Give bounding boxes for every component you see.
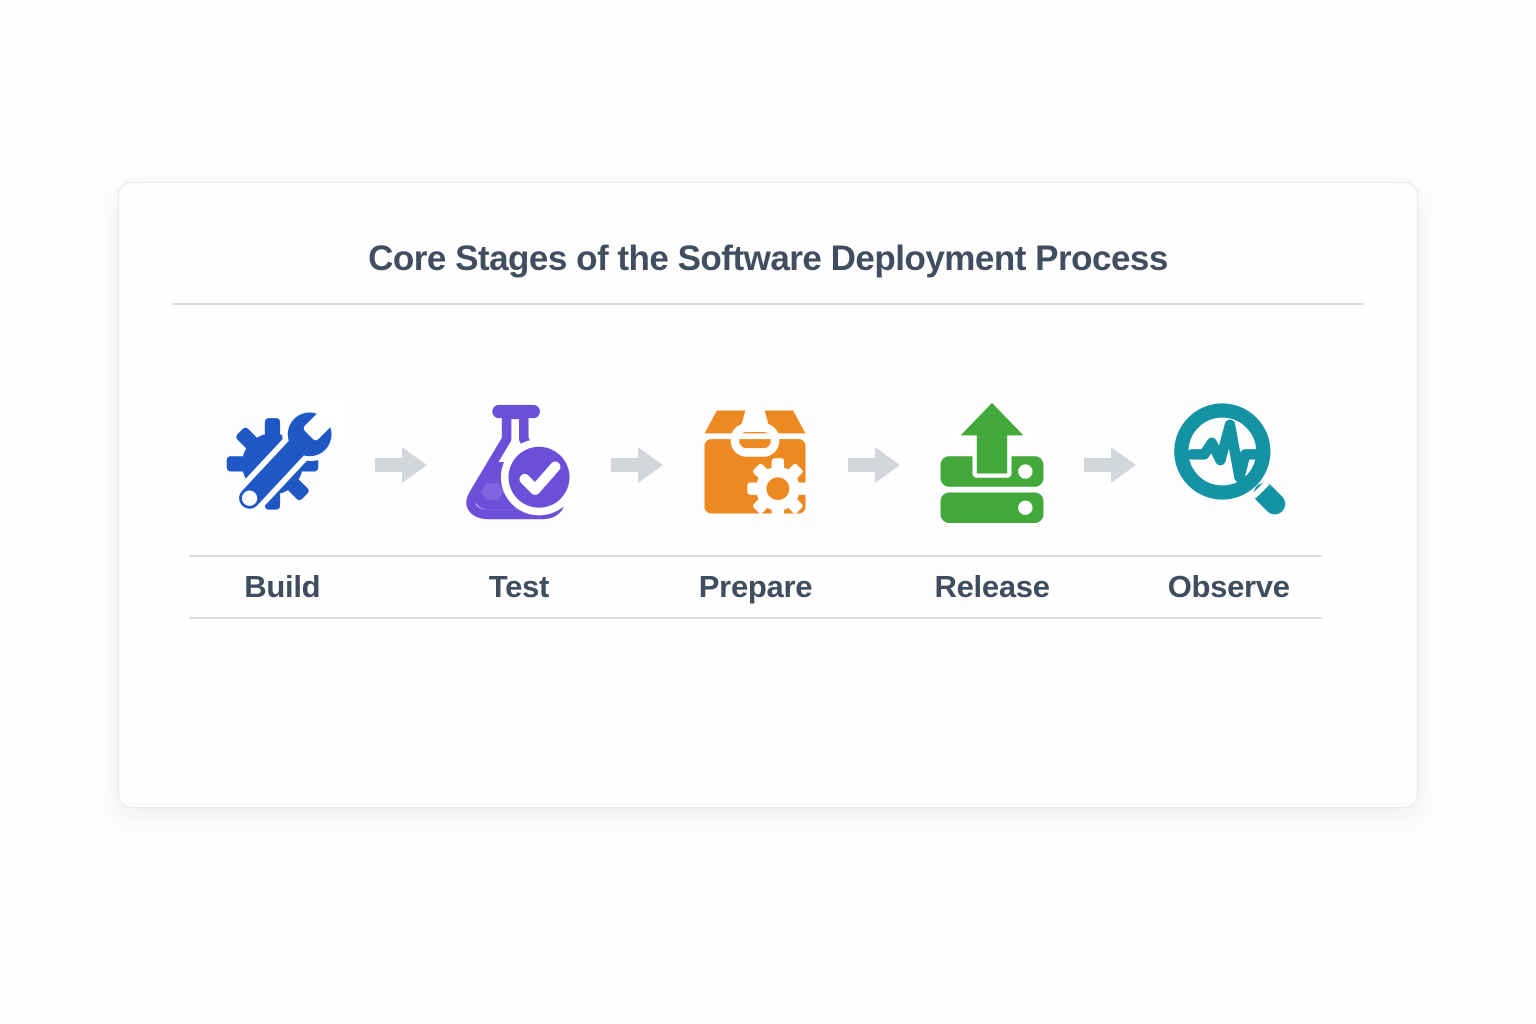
stage-observe bbox=[1168, 401, 1290, 523]
stage-label-prepare: Prepare bbox=[698, 569, 813, 604]
page-title: Core Stages of the Software Deployment P… bbox=[368, 239, 1168, 278]
magnifier-pulse-icon bbox=[1173, 403, 1285, 515]
stage-prepare bbox=[694, 401, 816, 523]
wrench-gear-icon bbox=[227, 401, 344, 515]
stage-label-release: Release bbox=[934, 569, 1050, 604]
title-divider bbox=[172, 303, 1364, 305]
deployment-pipeline: Build Test Prepare Release Observe bbox=[189, 401, 1322, 619]
right-arrow-icon bbox=[847, 447, 900, 483]
diagram-card: Core Stages of the Software Deployment P… bbox=[118, 182, 1418, 808]
stage-labels-row: Build Test Prepare Release Observe bbox=[189, 555, 1322, 619]
stage-release bbox=[931, 401, 1053, 523]
right-arrow-icon bbox=[374, 447, 427, 483]
right-arrow-icon bbox=[1084, 447, 1137, 483]
flow-arrow bbox=[1084, 439, 1137, 485]
stage-build bbox=[221, 401, 344, 523]
flask-check-icon bbox=[466, 404, 578, 520]
right-arrow-icon bbox=[611, 447, 664, 483]
stage-label-observe: Observe bbox=[1167, 569, 1290, 604]
package-gear-icon bbox=[704, 410, 809, 520]
stage-icons-row bbox=[189, 401, 1322, 523]
flow-arrow bbox=[847, 439, 900, 485]
server-upload-icon bbox=[940, 401, 1044, 523]
stage-label-build: Build bbox=[244, 569, 321, 604]
flow-arrow bbox=[374, 439, 427, 485]
stage-label-test: Test bbox=[488, 569, 550, 604]
stage-test bbox=[458, 401, 580, 523]
flow-arrow bbox=[611, 439, 664, 485]
